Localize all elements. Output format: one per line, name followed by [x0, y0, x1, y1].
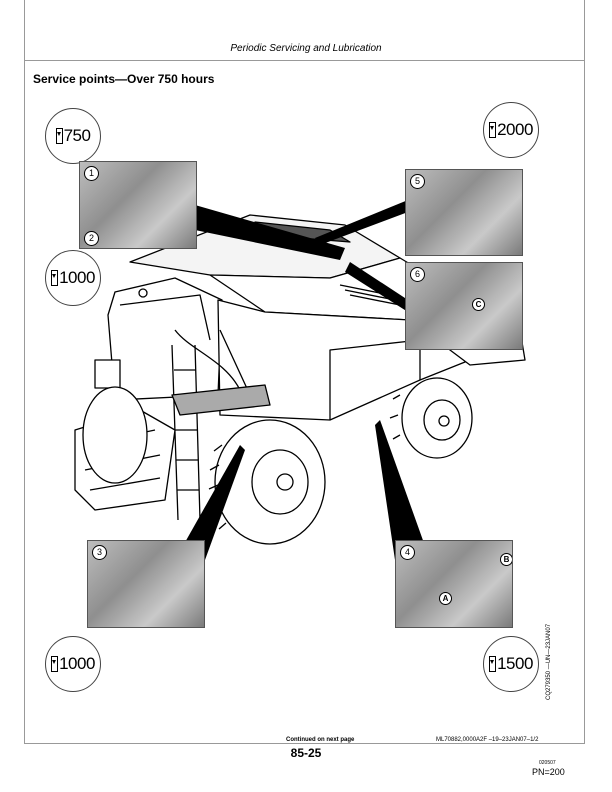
front-left-tire — [82, 386, 148, 484]
footer-rule — [24, 743, 584, 744]
photo-number: 5 — [410, 174, 425, 189]
hourglass-icon — [489, 122, 497, 138]
header-mount — [94, 359, 121, 389]
page-number: 85-25 — [290, 746, 322, 760]
left-margin-line — [24, 0, 25, 744]
cab-window-line — [119, 294, 211, 341]
pointer-5 — [315, 200, 408, 245]
photo-6: 6 C — [405, 262, 523, 350]
section-title: Service points—Over 750 hours — [33, 72, 215, 86]
platform — [171, 384, 271, 416]
photo-number: 1 — [84, 166, 99, 181]
hours-label: 1000 — [59, 268, 95, 287]
hours-1500-badge: 1500 — [483, 636, 539, 692]
date-code: 020507 — [539, 760, 556, 766]
pointer-3 — [175, 445, 245, 560]
photo-5: 5 — [405, 169, 523, 256]
front-right-hub — [276, 473, 294, 491]
pointer-1 — [195, 205, 345, 260]
warning-beacon — [138, 288, 148, 298]
continued-note: Continued on next page — [286, 737, 355, 743]
rear-hub — [438, 415, 450, 427]
hours-label: 1500 — [497, 654, 533, 673]
photo-1-2: 1 2 — [79, 161, 197, 249]
body-panel-line — [329, 339, 421, 420]
figure-code: CQ279350 —UN—23JAN07 — [546, 623, 552, 700]
pn-number: PN=200 — [532, 767, 565, 777]
right-margin-line — [584, 0, 585, 744]
photo-number: 3 — [92, 545, 107, 560]
header-title: Periodic Servicing and Lubrication — [230, 43, 382, 54]
photo-3: 3 — [87, 540, 205, 628]
photo-number: 2 — [84, 231, 99, 246]
photo-4: 4 A B — [395, 540, 513, 628]
callout-label: C — [472, 298, 485, 311]
callout-label: A — [439, 592, 452, 605]
hours-label: 1000 — [59, 654, 95, 673]
hours-2000-badge: 2000 — [483, 102, 539, 158]
pointer-4 — [375, 420, 430, 560]
hours-750-badge: 750 — [45, 108, 101, 164]
hourglass-icon — [489, 656, 497, 672]
photo-number: 6 — [410, 267, 425, 282]
hourglass-icon — [51, 270, 59, 286]
handrail — [174, 329, 251, 396]
callout-label: B — [500, 553, 512, 566]
reference-code: ML70882,0000A2F –19–23JAN07–1/2 — [436, 737, 539, 743]
cab — [107, 277, 223, 401]
pointer-6 — [345, 262, 408, 312]
hours-label: 750 — [63, 126, 91, 145]
hours-1000-badge-top: 1000 — [45, 250, 101, 306]
hours-label: 2000 — [497, 120, 533, 139]
hourglass-icon — [55, 128, 63, 144]
hours-1000-badge-bottom: 1000 — [45, 636, 101, 692]
photo-number: 4 — [400, 545, 415, 560]
header-rule — [24, 60, 584, 61]
hourglass-icon — [51, 656, 59, 672]
